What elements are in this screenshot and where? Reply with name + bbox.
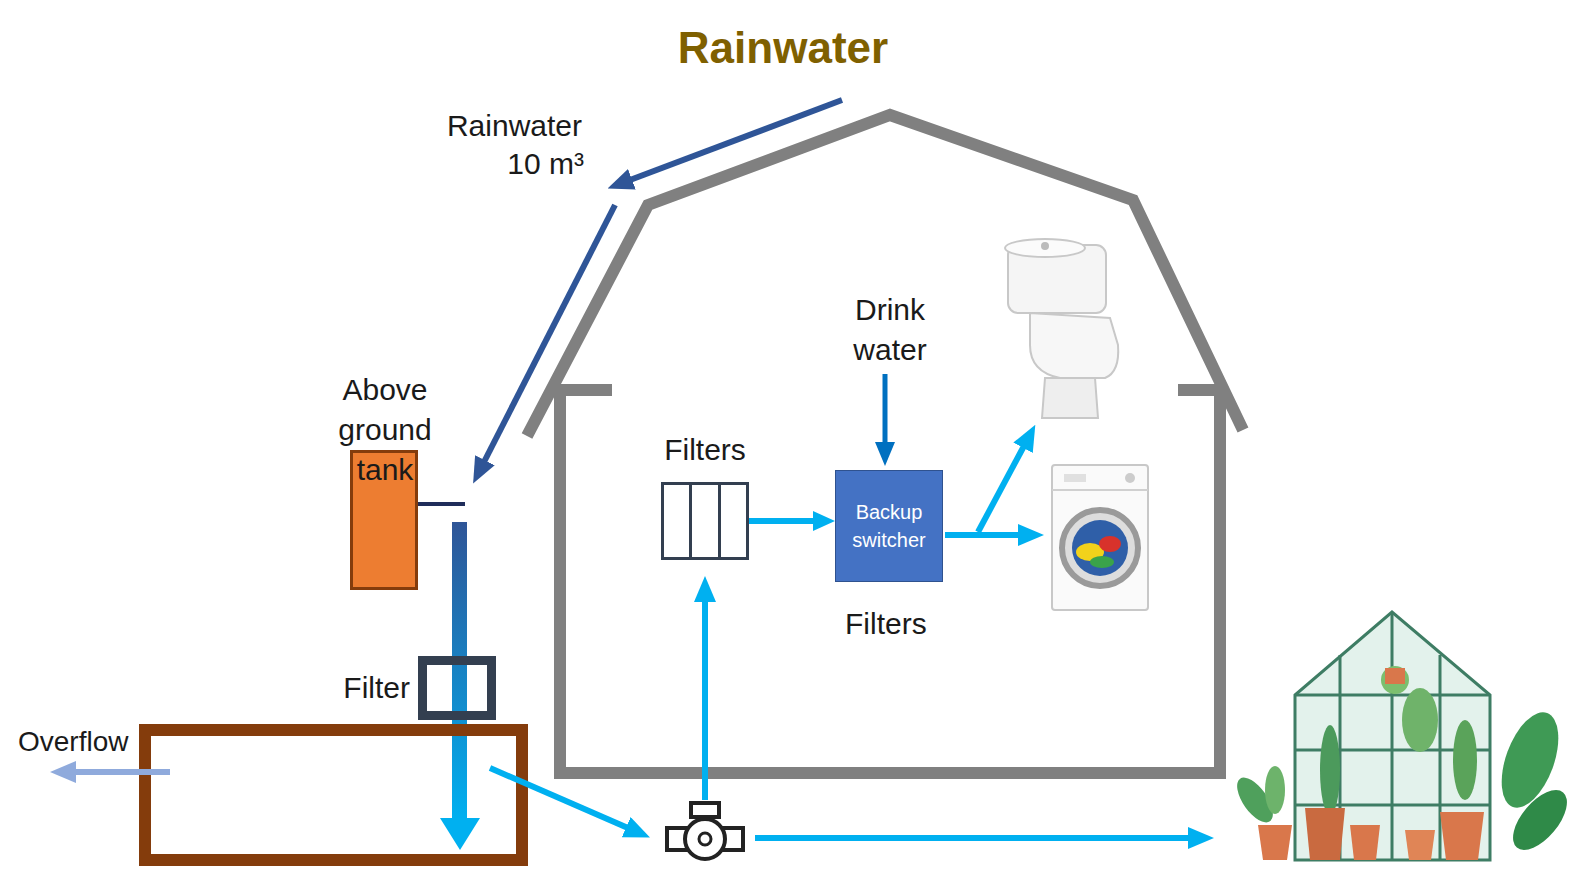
overflow-arrow bbox=[74, 769, 170, 775]
plant-pot bbox=[1305, 808, 1345, 860]
pump-to-greenhouse-arrow bbox=[755, 835, 1190, 841]
filter-cartridge bbox=[721, 485, 746, 557]
hanging-pot bbox=[1385, 668, 1405, 684]
arrow-label: Rainwater bbox=[392, 106, 582, 146]
above-ground-tank: Above ground tank bbox=[325, 370, 445, 590]
pump-symbol bbox=[685, 819, 725, 859]
toilet-button bbox=[1041, 242, 1049, 250]
washer-drum bbox=[1062, 510, 1138, 586]
arrow-head bbox=[440, 818, 480, 850]
to-toilet-arrow bbox=[978, 446, 1024, 532]
toilet-lid bbox=[1005, 239, 1085, 257]
wall-outline bbox=[560, 390, 1220, 773]
supply-label: Drink water bbox=[830, 290, 950, 370]
toilet-bowl bbox=[1030, 313, 1118, 378]
pump-symbol bbox=[691, 803, 719, 817]
washer-drawer bbox=[1064, 474, 1086, 482]
note-label: Filters bbox=[845, 604, 975, 644]
node-text: Backup switcher bbox=[840, 498, 938, 554]
toilet-base bbox=[1042, 378, 1098, 418]
plant-leaf bbox=[1320, 725, 1340, 815]
title: Rainwater bbox=[580, 20, 986, 76]
filter-cartridge bbox=[692, 485, 720, 557]
laundry bbox=[1090, 556, 1114, 568]
plant-pot bbox=[1405, 830, 1435, 860]
pump-symbol bbox=[699, 833, 711, 845]
filter-square bbox=[418, 656, 496, 720]
pump-to-filters-arrow bbox=[702, 600, 708, 800]
backup-switcher-box: Backup switcher bbox=[835, 470, 943, 582]
node-text: Above ground tank bbox=[325, 370, 445, 490]
greenhouse-panes bbox=[1295, 612, 1490, 860]
plant-leaf bbox=[1265, 766, 1285, 814]
plant-pot bbox=[1440, 812, 1484, 860]
washer-panel bbox=[1052, 489, 1148, 491]
to-washer-arrow bbox=[945, 532, 1020, 538]
washer-dial bbox=[1125, 473, 1135, 483]
node-text: Filters bbox=[650, 430, 760, 470]
volume-label: 10 m³ bbox=[392, 144, 584, 184]
plant-pot bbox=[1258, 825, 1292, 860]
washer-window bbox=[1072, 520, 1128, 576]
downpipe-arrow bbox=[484, 205, 615, 462]
node-text: Filter bbox=[343, 668, 410, 708]
filter-cartridges bbox=[661, 482, 749, 560]
filter-unit: Filters bbox=[650, 430, 760, 560]
inline-filter: Filter bbox=[343, 656, 496, 720]
overflow-label: Overflow bbox=[18, 722, 168, 762]
flow-arrow bbox=[749, 518, 813, 524]
washer-body bbox=[1052, 465, 1148, 610]
rain-arrow bbox=[630, 100, 842, 180]
plant-pot bbox=[1350, 825, 1380, 860]
filter-cartridge bbox=[664, 485, 692, 557]
laundry bbox=[1099, 536, 1121, 552]
drink-water-arrow bbox=[883, 374, 888, 444]
pipe bbox=[452, 522, 467, 820]
pump-feed-arrow bbox=[490, 768, 628, 828]
greenhouse-frame bbox=[1295, 612, 1490, 860]
underground-tank bbox=[145, 730, 522, 860]
plant-leaf bbox=[1381, 666, 1409, 694]
plant-leaf bbox=[1402, 688, 1438, 752]
plant-leaf bbox=[1503, 781, 1577, 859]
plant-leaf bbox=[1453, 720, 1477, 800]
